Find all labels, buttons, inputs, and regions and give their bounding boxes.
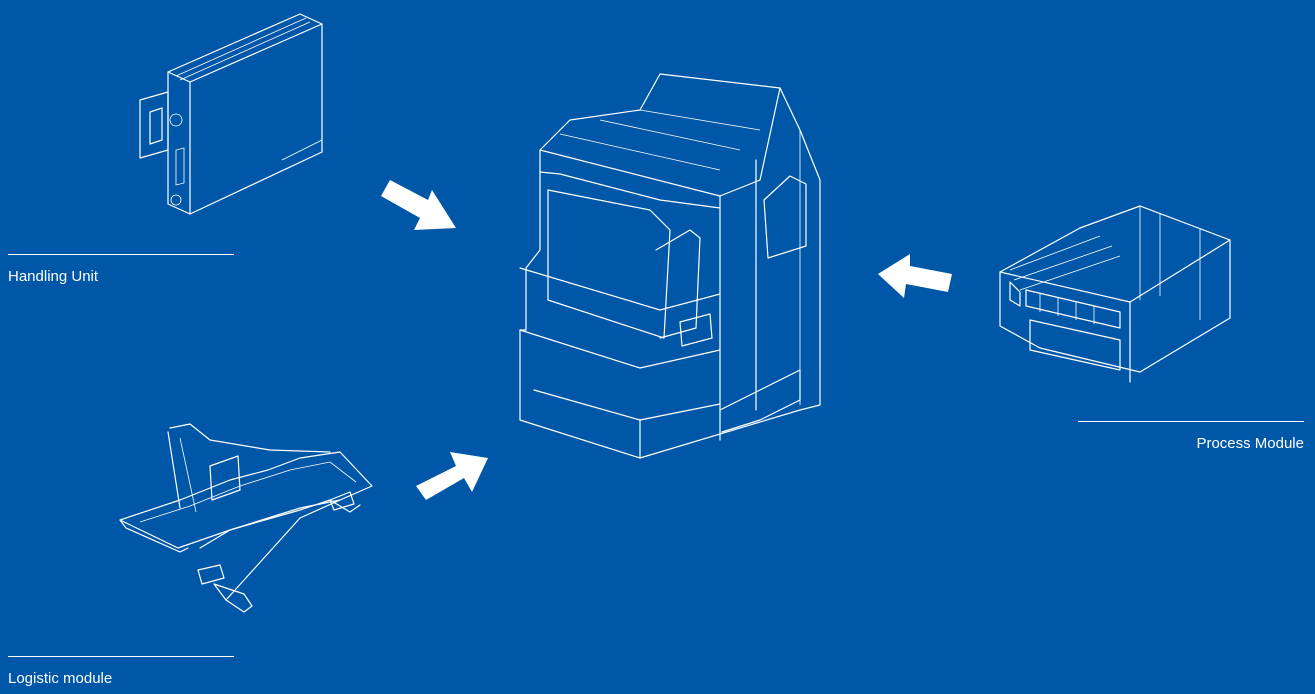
arrow-up-right-icon [416,452,488,500]
central-machine-drawing [520,74,820,458]
logistic-module-label: Logistic module [8,670,112,688]
logistic-module-rule [8,656,234,657]
arrow-left-icon [878,254,952,298]
process-module-rule [1078,421,1304,422]
handling-unit-drawing [140,14,322,214]
process-module-drawing [1000,206,1230,382]
arrow-right-down-icon [381,180,456,230]
logistic-module-drawing [120,424,372,612]
handling-unit-label: Handling Unit [8,268,98,286]
process-module-label: Process Module [1196,435,1304,453]
handling-unit-rule [8,254,234,255]
